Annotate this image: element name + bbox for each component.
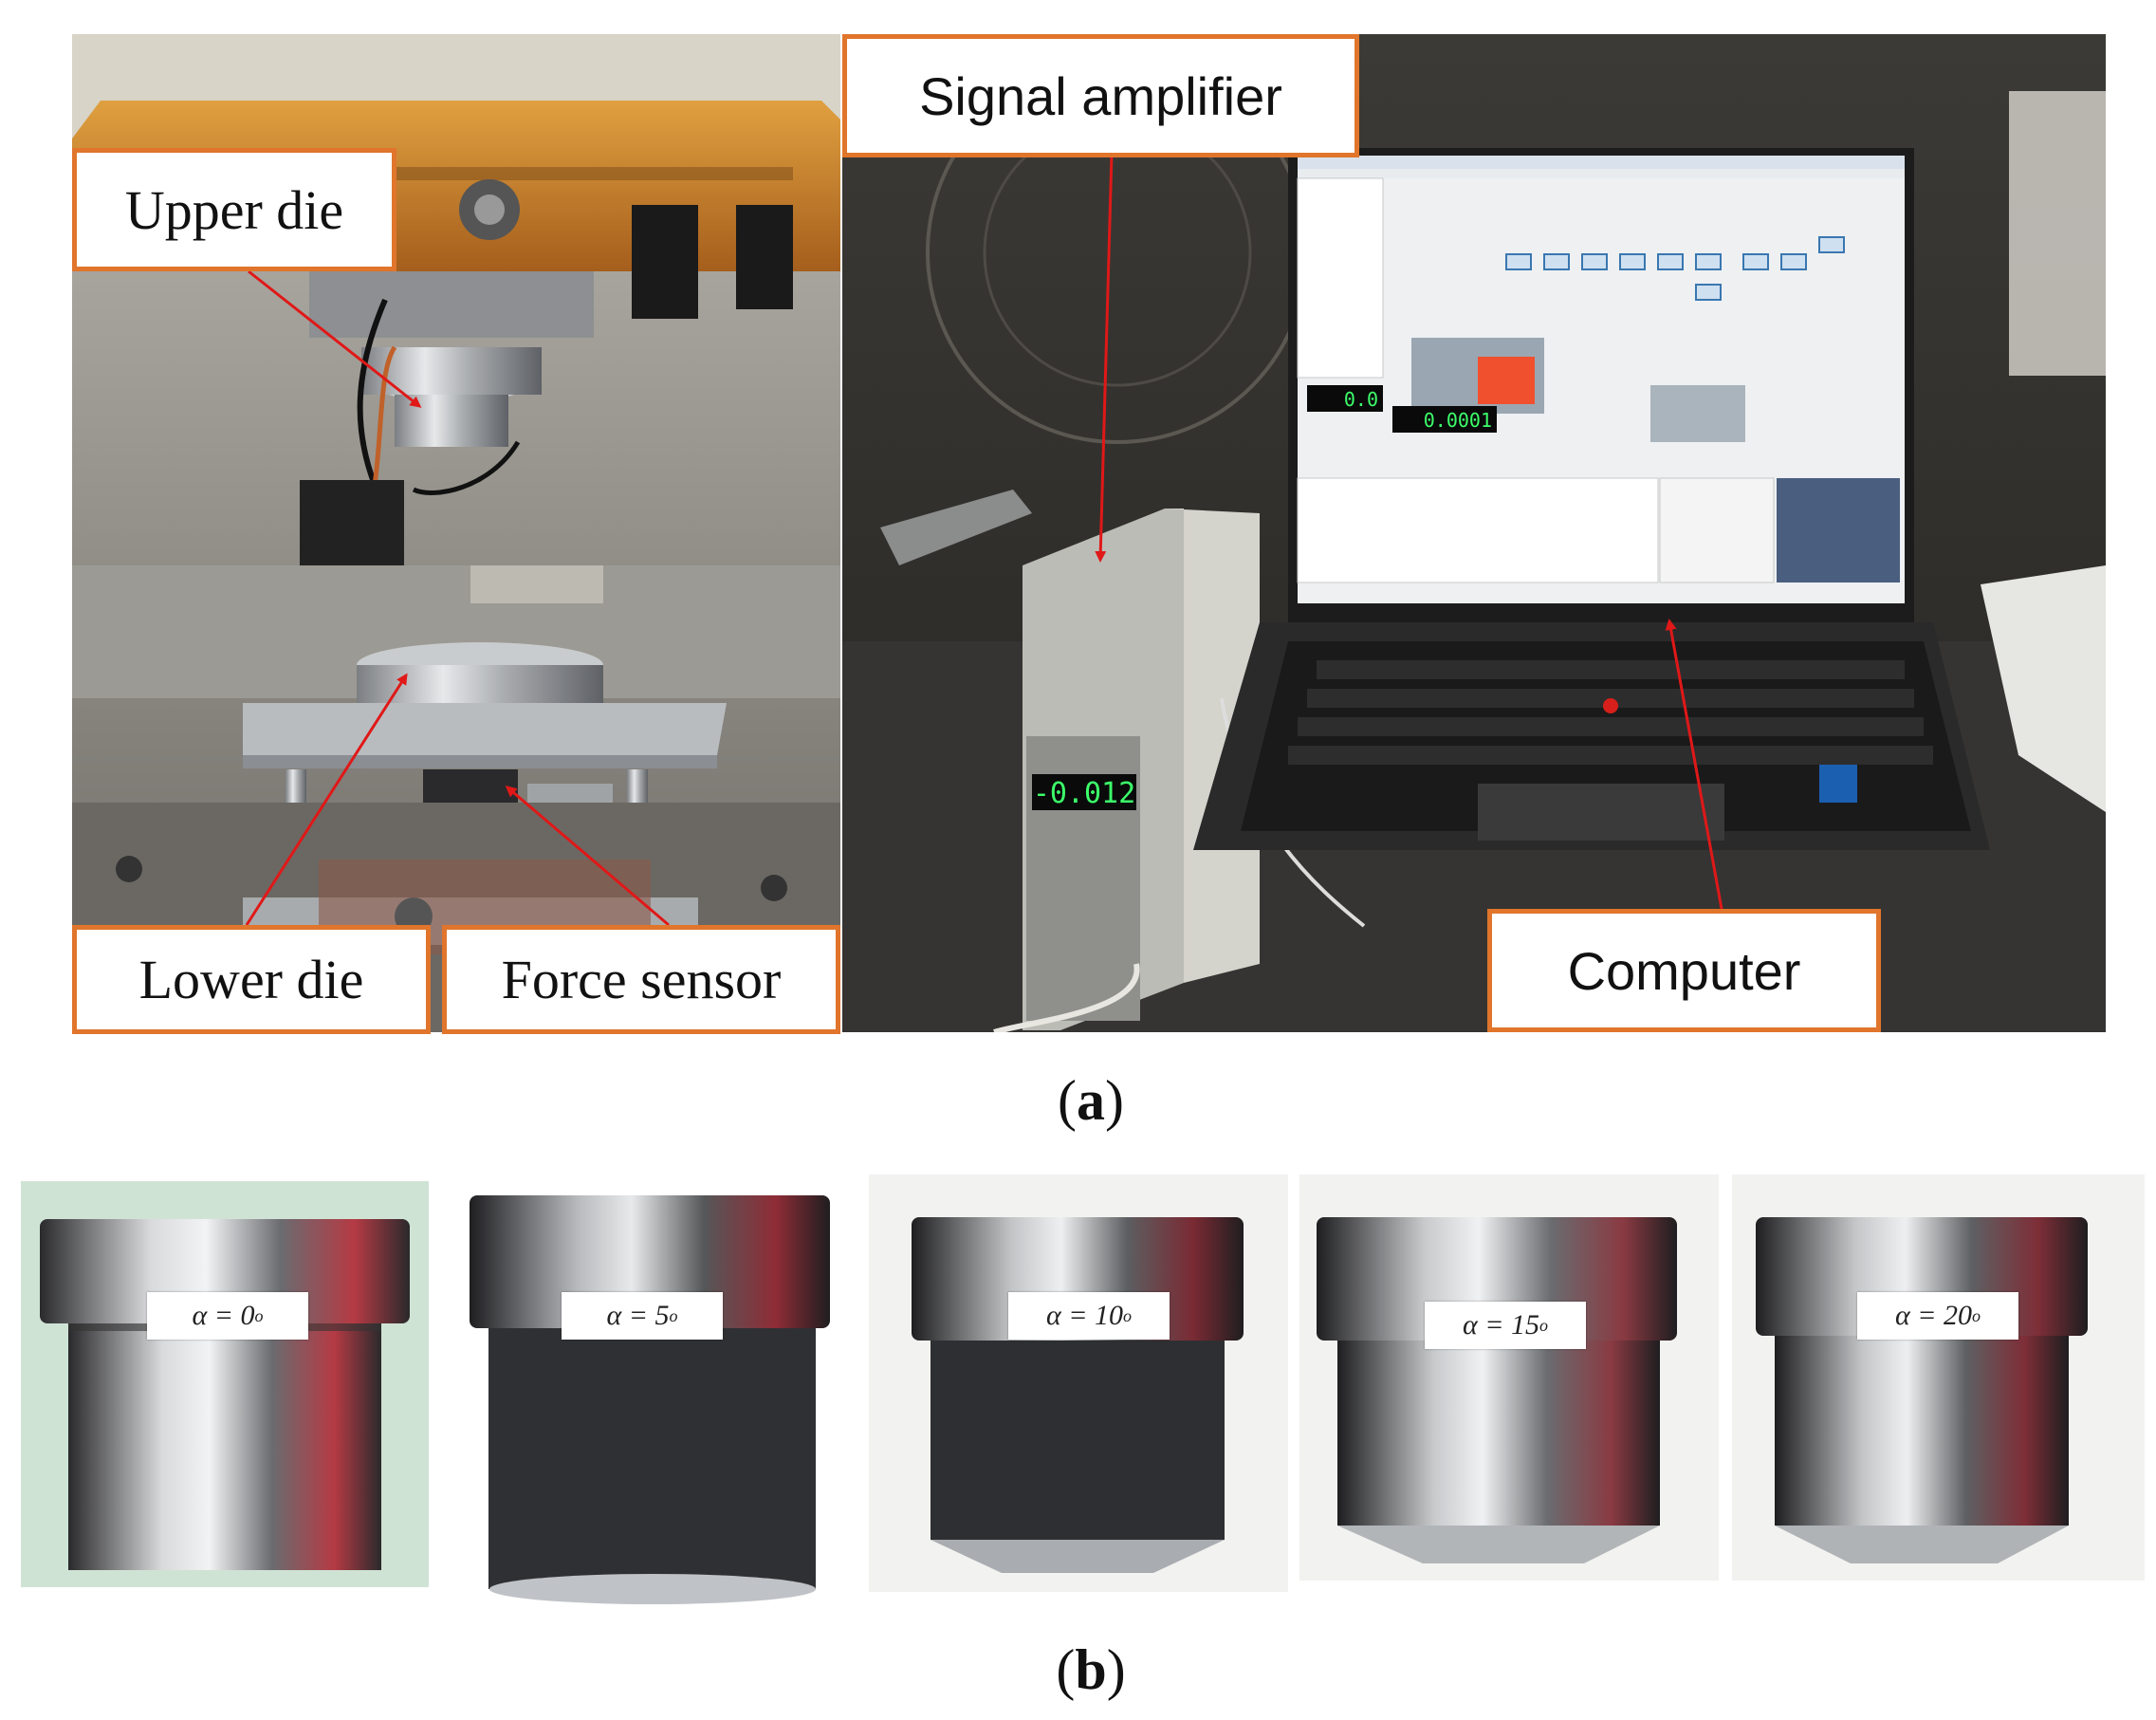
arrow-lower-die <box>245 673 408 926</box>
svg-text:0.0001: 0.0001 <box>1424 409 1492 432</box>
instrument-photo: -0.012 0.0 0.0001 <box>842 34 2106 1032</box>
caption-a: (a) <box>1058 1069 1124 1132</box>
label-force-sensor: Force sensor <box>442 925 840 1034</box>
screen-readout-1 <box>1307 385 1383 412</box>
arrow-signal-amplifier <box>1095 153 1114 563</box>
amplifier-display <box>1032 774 1136 810</box>
amplifier-reading: -0.012 <box>1033 777 1135 810</box>
sample-photo-10 <box>869 1174 1288 1592</box>
sample-photo-20 <box>1732 1174 2145 1581</box>
instrument-scene: -0.012 0.0 0.0001 <box>842 34 2106 1032</box>
arrow-force-sensor <box>505 786 670 927</box>
caption-b: (b) <box>1056 1638 1126 1701</box>
label-computer: Computer <box>1487 909 1881 1032</box>
label-lower-die: Lower die <box>72 925 431 1034</box>
svg-text:0.0: 0.0 <box>1344 388 1378 411</box>
arrow-upper-die <box>248 269 422 408</box>
sample-photo-5 <box>436 1181 854 1622</box>
arrow-computer <box>1665 619 1723 910</box>
label-upper-die: Upper die <box>72 148 396 271</box>
screen-readout-2 <box>1392 406 1497 433</box>
label-signal-amplifier: Signal amplifier <box>842 34 1359 157</box>
sample-photo-0 <box>21 1181 429 1587</box>
sample-photo-15 <box>1299 1174 1719 1581</box>
